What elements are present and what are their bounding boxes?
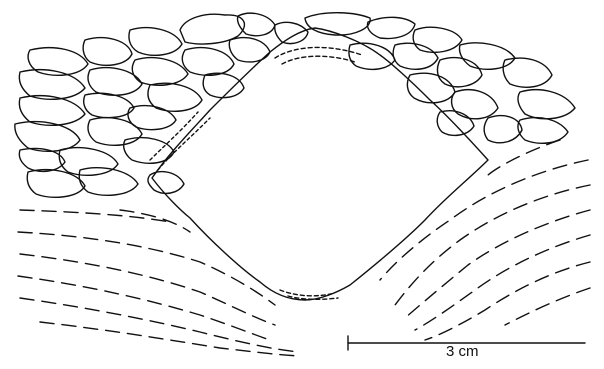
- clast: [305, 13, 370, 35]
- clast: [15, 122, 80, 152]
- clast: [182, 48, 234, 76]
- clast: [437, 111, 474, 136]
- lamination-line: [120, 210, 190, 232]
- clast: [84, 93, 134, 117]
- clast: [393, 43, 438, 69]
- clast: [349, 43, 395, 69]
- clast: [148, 172, 184, 194]
- clast: [180, 14, 244, 44]
- clast: [128, 106, 176, 130]
- clast: [368, 17, 416, 38]
- clast: [275, 22, 308, 43]
- clast: [518, 90, 575, 119]
- cavity-rim-hatch: [282, 56, 355, 64]
- clast: [59, 148, 118, 176]
- clast: [83, 38, 132, 66]
- clast: [19, 70, 85, 100]
- clast: [459, 43, 515, 69]
- lamination-line: [425, 262, 590, 340]
- clast: [518, 118, 568, 144]
- clast: [19, 96, 85, 126]
- lamination-layer: [18, 140, 590, 356]
- clast: [452, 90, 498, 119]
- lamination-line: [20, 254, 275, 325]
- clast: [407, 73, 455, 103]
- clast: [203, 73, 244, 97]
- clast: [129, 28, 182, 56]
- lamination-line: [488, 140, 560, 175]
- lamination-line: [505, 288, 590, 325]
- scale-bar-label: 3 cm: [446, 343, 506, 361]
- clast: [237, 13, 275, 36]
- clast: [413, 27, 462, 52]
- clast: [19, 149, 65, 172]
- clast: [88, 118, 142, 146]
- lamination-line: [415, 235, 590, 330]
- lamination-line: [40, 322, 300, 356]
- clast: [88, 68, 142, 96]
- lamination-line: [18, 232, 275, 305]
- lamination-line: [18, 276, 270, 340]
- lamination-line: [20, 210, 170, 222]
- clast: [437, 58, 482, 87]
- clast-layer: [15, 13, 575, 198]
- clast: [484, 116, 522, 143]
- cavity-base-hatch: [280, 290, 335, 296]
